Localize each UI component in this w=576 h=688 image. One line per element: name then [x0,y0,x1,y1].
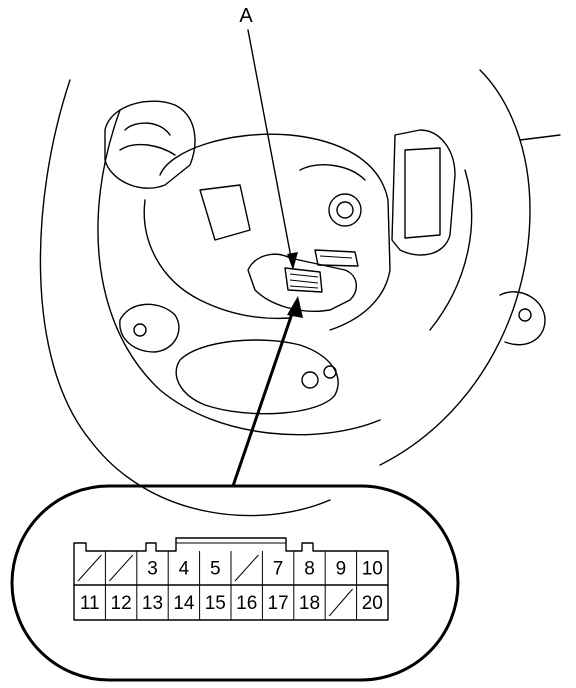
detail-arrow [231,296,303,487]
connector-outline [73,537,389,621]
wheel-inner-rim [97,109,381,436]
pin-number: 18 [299,593,320,614]
callout-a: A [239,5,298,270]
pin-number: 15 [205,593,226,614]
unused-pin-slash [109,554,134,582]
wheel-outer-rim-right [379,69,531,466]
detail-arrowhead [287,296,303,318]
wheel-outer-rim [39,79,331,517]
steering-wheel-illustration [39,69,561,517]
pin-number: 5 [210,559,221,580]
unused-pin-slash [328,588,353,617]
connector-bracket [247,253,357,312]
pin-number: 9 [336,559,347,580]
pin-number: 7 [273,559,284,580]
unused-pin-slash [77,554,102,582]
pin-number: 11 [80,593,100,614]
lower-spoke [175,339,339,415]
right-switch-pod [391,129,456,256]
center-bolt [328,193,362,227]
connector-bottom-row: 11 12 13 14 15 16 17 18 20 [80,585,383,620]
pin-number: 13 [142,593,163,614]
pin-number: 14 [173,593,195,614]
pin-number: 12 [111,593,132,614]
pin-number: 17 [268,593,289,614]
callout-leader-line [247,29,294,269]
callout-arrowhead [287,252,298,270]
connector-detail-frame [10,484,460,682]
connector-a [284,267,323,293]
pin-number: 20 [362,593,383,614]
connector-b [314,249,359,267]
wheel-inner-rim-right [429,169,473,331]
pin-number: 3 [147,559,158,580]
hub-body [159,133,391,331]
pin-number: 16 [236,593,257,614]
unused-pin-slash [234,554,259,582]
pin-number: 8 [304,559,315,580]
detail-arrow-line [231,301,298,487]
pin-number: 10 [362,559,383,580]
callout-label: A [239,5,253,27]
pin-number: 4 [179,559,190,580]
left-switch-pod [104,100,196,189]
